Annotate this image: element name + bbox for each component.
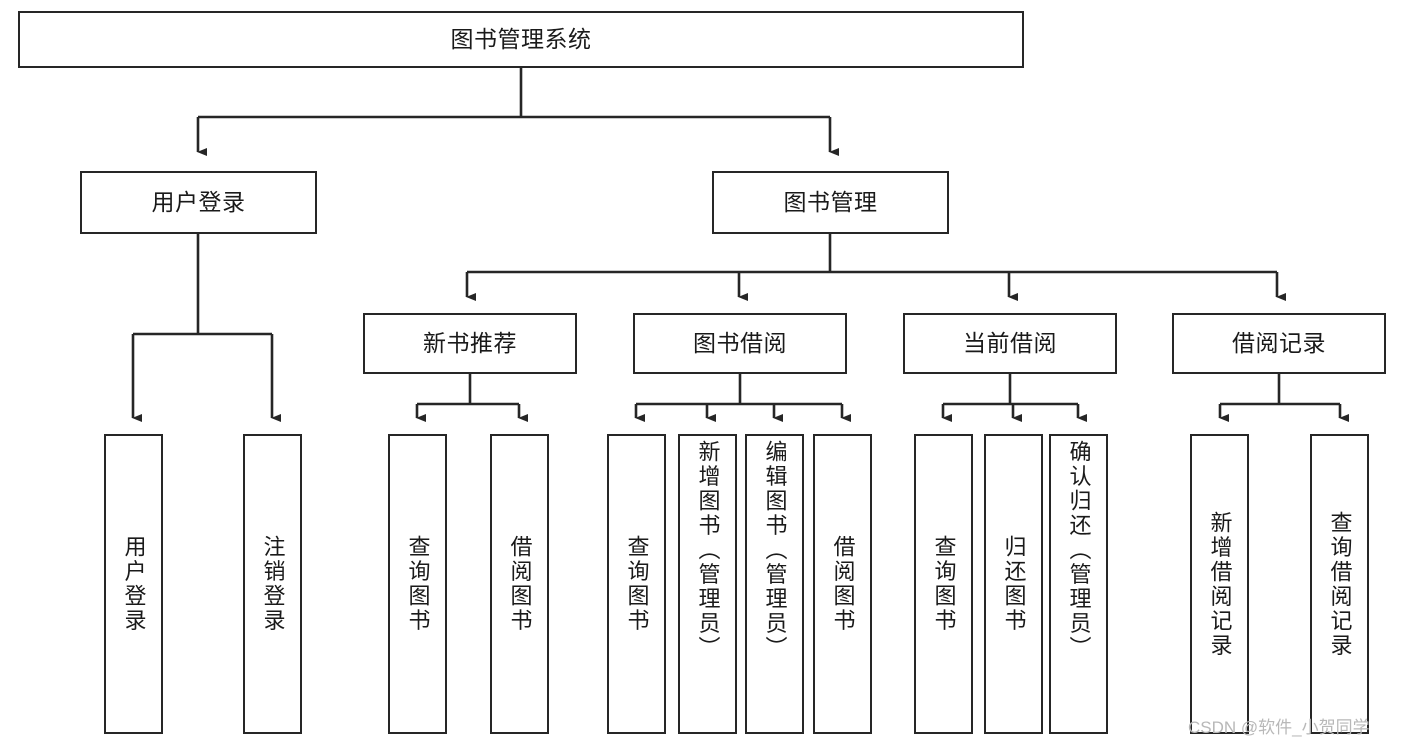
node-leaf-add-book-label: 新增图书（管理员） xyxy=(695,440,721,661)
node-user-login[interactable]: 用户登录 xyxy=(80,171,317,234)
node-root-label: 图书管理系统 xyxy=(450,25,592,52)
node-leaf-user-login[interactable]: 用户登录 xyxy=(104,434,163,734)
node-leaf-query-book-3[interactable]: 查询图书 xyxy=(914,434,973,734)
node-leaf-add-record-label: 新增借阅记录 xyxy=(1207,510,1233,658)
node-leaf-query-record-label: 查询借阅记录 xyxy=(1327,510,1353,658)
node-leaf-return-book-label: 归还图书 xyxy=(1001,535,1027,633)
node-leaf-confirm-return[interactable]: 确认归还（管理员） xyxy=(1049,434,1108,734)
node-new-book-recommend-label: 新书推荐 xyxy=(423,329,517,356)
node-leaf-user-logout[interactable]: 注销登录 xyxy=(243,434,302,734)
node-leaf-user-logout-label: 注销登录 xyxy=(260,535,286,633)
node-leaf-user-login-label: 用户登录 xyxy=(121,535,147,633)
node-leaf-confirm-return-label: 确认归还（管理员） xyxy=(1066,440,1092,661)
node-leaf-borrow-book-1-label: 借阅图书 xyxy=(507,535,533,633)
node-book-borrow-label: 图书借阅 xyxy=(693,329,787,356)
node-leaf-query-record[interactable]: 查询借阅记录 xyxy=(1310,434,1369,734)
node-leaf-add-record[interactable]: 新增借阅记录 xyxy=(1190,434,1249,734)
node-borrow-record[interactable]: 借阅记录 xyxy=(1172,313,1386,374)
node-user-login-label: 用户登录 xyxy=(151,188,246,215)
node-new-book-recommend[interactable]: 新书推荐 xyxy=(363,313,577,374)
node-leaf-query-book-1-label: 查询图书 xyxy=(405,535,431,633)
node-leaf-edit-book[interactable]: 编辑图书（管理员） xyxy=(745,434,804,734)
node-leaf-borrow-book-2-label: 借阅图书 xyxy=(830,535,856,633)
node-leaf-query-book-3-label: 查询图书 xyxy=(931,535,957,633)
node-leaf-return-book[interactable]: 归还图书 xyxy=(984,434,1043,734)
node-root[interactable]: 图书管理系统 xyxy=(18,11,1024,68)
node-leaf-query-book-1[interactable]: 查询图书 xyxy=(388,434,447,734)
node-leaf-query-book-2[interactable]: 查询图书 xyxy=(607,434,666,734)
node-book-manage-label: 图书管理 xyxy=(783,188,878,215)
node-leaf-edit-book-label: 编辑图书（管理员） xyxy=(762,440,788,661)
csdn-watermark: CSDN @软件_小贺同学 xyxy=(1188,718,1370,737)
node-leaf-borrow-book-2[interactable]: 借阅图书 xyxy=(813,434,872,734)
node-leaf-query-book-2-label: 查询图书 xyxy=(624,535,650,633)
node-leaf-borrow-book-1[interactable]: 借阅图书 xyxy=(490,434,549,734)
node-book-borrow[interactable]: 图书借阅 xyxy=(633,313,847,374)
node-book-manage[interactable]: 图书管理 xyxy=(712,171,949,234)
node-borrow-record-label: 借阅记录 xyxy=(1232,329,1326,356)
node-current-borrow[interactable]: 当前借阅 xyxy=(903,313,1117,374)
node-leaf-add-book[interactable]: 新增图书（管理员） xyxy=(678,434,737,734)
node-current-borrow-label: 当前借阅 xyxy=(963,329,1057,356)
